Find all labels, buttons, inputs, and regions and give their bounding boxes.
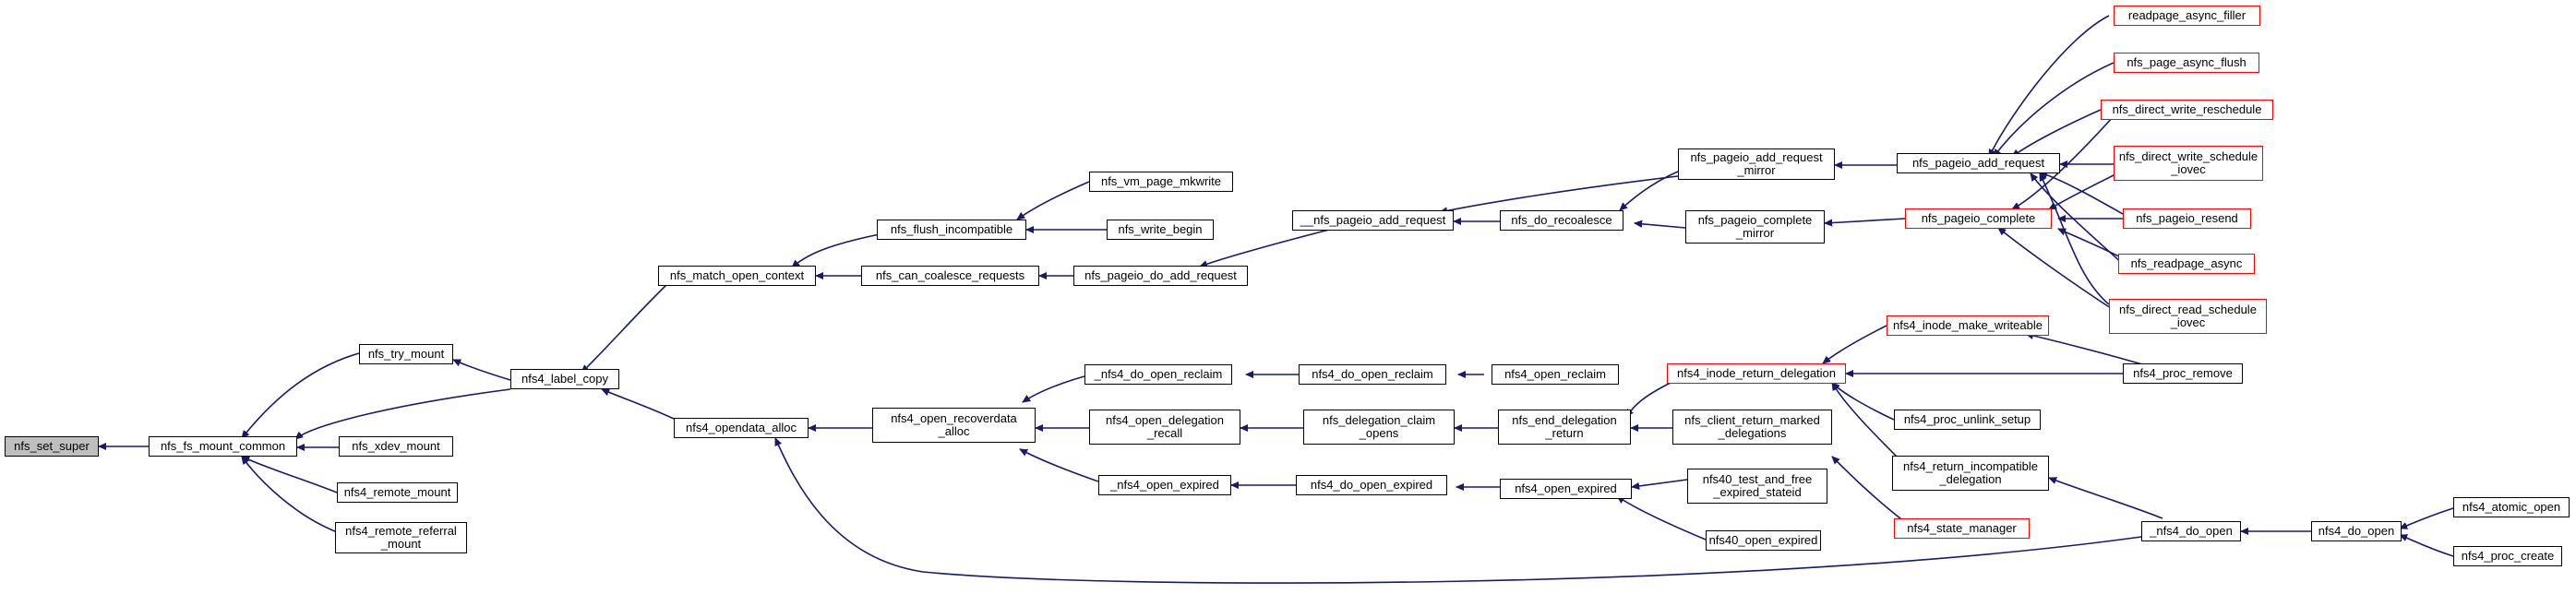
node-nfs_vm_page_mkwrite[interactable]: nfs_vm_page_mkwrite (1089, 172, 1233, 192)
node-nfs_do_recoalesce[interactable]: nfs_do_recoalesce (1500, 210, 1623, 231)
node-nfs4_open_reclaim[interactable]: nfs4_open_reclaim (1492, 364, 1619, 385)
node-_nfs4_do_open_reclaim[interactable]: _nfs4_do_open_reclaim (1084, 364, 1232, 385)
node-nfs4_inode_make_writeable[interactable]: nfs4_inode_make_writeable (1887, 315, 2049, 336)
node-_nfs4_do_open[interactable]: _nfs4_do_open (2141, 521, 2241, 541)
edge-nfs40_open_expired-nfs4_open_expired (1617, 495, 1707, 541)
edge-nfs_pageio_complete-nfs_pageio_complete_mirror (1825, 218, 1906, 223)
edge-nfs4_state_manager-nfs_client_return_marked_delegations (1832, 457, 1906, 523)
node-nfs_readpage_async[interactable]: nfs_readpage_async (2118, 254, 2255, 274)
edge-nfs_try_mount-nfs_fs_mount_common (242, 352, 360, 438)
edge-nfs_page_async_flush-nfs_pageio_add_request (1994, 62, 2115, 157)
node-_nfs4_open_expired[interactable]: _nfs4_open_expired (1098, 475, 1231, 495)
edge-nfs40_test_and_free_expired_stateid-nfs4_open_expired (1632, 479, 1688, 487)
node-nfs40_open_expired[interactable]: nfs40_open_expired (1706, 530, 1821, 551)
edge-nfs4_proc_create-nfs4_do_open (2400, 535, 2454, 557)
node-nfs_set_super: nfs_set_super (5, 436, 99, 457)
node-nfs4_do_open_expired[interactable]: nfs4_do_open_expired (1296, 475, 1447, 495)
edge-nfs_match_open_context-nfs4_label_copy (581, 284, 667, 373)
edge-nfs_flush_incompatible-nfs_match_open_context (792, 233, 881, 267)
node-nfs_pageio_complete_mirror[interactable]: nfs_pageio_complete _mirror (1685, 210, 1825, 244)
node-nfs_write_begin[interactable]: nfs_write_begin (1107, 220, 1214, 240)
node-nfs_pageio_resend[interactable]: nfs_pageio_resend (2123, 208, 2251, 229)
edge-nfs_direct_write_reschedule-nfs_pageio_add_request (2012, 109, 2102, 157)
edge-nfs_direct_read_schedule_iovec-nfs_pageio_add_request (2039, 173, 2110, 305)
edge-__nfs_pageio_add_request-nfs_pageio_do_add_request (1200, 229, 1330, 267)
edge-nfs4_inode_make_writeable-nfs4_inode_return_delegation (1823, 325, 1887, 363)
edge-nfs4_proc_remove-nfs4_inode_make_writeable (2026, 334, 2150, 367)
node-nfs4_return_incompatible_delegation[interactable]: nfs4_return_incompatible _delegation (1892, 456, 2049, 491)
edge-nfs_pageio_complete_mirror-nfs_do_recoalesce (1635, 223, 1686, 229)
node-nfs_delegation_claim_opens[interactable]: nfs_delegation_claim _opens (1303, 410, 1455, 445)
edge-_nfs4_do_open_reclaim-nfs4_open_recoverdata_alloc (1023, 375, 1085, 403)
node-nfs_fs_mount_common[interactable]: nfs_fs_mount_common (149, 436, 297, 457)
node-nfs_direct_read_schedule_iovec[interactable]: nfs_direct_read_schedule _iovec (2109, 299, 2267, 334)
node-nfs_pageio_do_add_request[interactable]: nfs_pageio_do_add_request (1073, 266, 1248, 286)
node-nfs40_test_and_free_expired_stateid[interactable]: nfs40_test_and_free _expired_stateid (1687, 469, 1827, 504)
node-nfs_flush_incompatible[interactable]: nfs_flush_incompatible (877, 220, 1026, 240)
node-nfs_direct_write_reschedule[interactable]: nfs_direct_write_reschedule (2101, 100, 2273, 120)
node-nfs4_remote_mount[interactable]: nfs4_remote_mount (337, 482, 458, 503)
edge-_nfs4_open_expired-nfs4_open_recoverdata_alloc (1020, 448, 1099, 482)
node-nfs_page_async_flush[interactable]: nfs_page_async_flush (2114, 53, 2259, 73)
edge-nfs4_label_copy-nfs_try_mount (453, 359, 511, 381)
edge-nfs4_opendata_alloc-nfs4_label_copy (602, 388, 675, 420)
node-nfs_client_return_marked_delegations[interactable]: nfs_client_return_marked _delegations (1672, 410, 1832, 445)
node-nfs4_do_open[interactable]: nfs4_do_open (2311, 521, 2402, 541)
node-nfs4_inode_return_delegation[interactable]: nfs4_inode_return_delegation (1667, 363, 1846, 384)
edge-nfs_pageio_resend-nfs_pageio_add_request (2040, 172, 2124, 215)
node-nfs4_open_delegation_recall[interactable]: nfs4_open_delegation _recall (1089, 410, 1240, 445)
node-__nfs_pageio_add_request[interactable]: __nfs_pageio_add_request (1292, 210, 1454, 231)
call-edges (99, 15, 2454, 584)
edge-nfs4_remote_mount-nfs_fs_mount_common (242, 456, 338, 493)
edge-nfs_direct_write_schedule_iovec-nfs_pageio_complete (2049, 174, 2115, 210)
edge-nfs_vm_page_mkwrite-nfs_flush_incompatible (1017, 181, 1090, 220)
edge-readpage_async_filler-nfs_pageio_add_request (1988, 15, 2110, 157)
node-readpage_async_filler[interactable]: readpage_async_filler (2114, 6, 2260, 26)
node-nfs4_proc_create[interactable]: nfs4_proc_create (2453, 546, 2562, 566)
node-nfs_pageio_add_request[interactable]: nfs_pageio_add_request (1897, 153, 2060, 173)
edge-nfs4_label_copy-nfs_fs_mount_common (295, 388, 511, 439)
node-nfs4_remote_referral_mount[interactable]: nfs4_remote_referral _mount (335, 522, 467, 553)
node-nfs4_state_manager[interactable]: nfs4_state_manager (1894, 518, 2030, 539)
node-nfs4_label_copy[interactable]: nfs4_label_copy (510, 369, 619, 389)
node-nfs4_opendata_alloc[interactable]: nfs4_opendata_alloc (674, 418, 809, 438)
node-nfs4_open_expired[interactable]: nfs4_open_expired (1500, 479, 1632, 499)
node-nfs_pageio_add_request_mirror[interactable]: nfs_pageio_add_request _mirror (1678, 148, 1835, 180)
edge-nfs4_atomic_open-nfs4_do_open (2400, 507, 2454, 529)
node-nfs4_atomic_open[interactable]: nfs4_atomic_open (2453, 497, 2570, 517)
edge-nfs4_remote_referral_mount-nfs_fs_mount_common (241, 457, 341, 534)
edge-nfs4_return_incompatible_delegation-nfs4_inode_return_delegation (1831, 383, 1902, 462)
edge-_nfs4_do_open-nfs4_opendata_alloc (774, 438, 2142, 584)
node-nfs4_do_open_reclaim[interactable]: nfs4_do_open_reclaim (1299, 364, 1446, 385)
node-nfs_pageio_complete[interactable]: nfs_pageio_complete (1905, 208, 2052, 229)
edge-nfs_pageio_add_request_mirror-__nfs_pageio_add_request (1440, 175, 1679, 212)
edge-nfs4_inode_return_delegation-nfs_end_delegation_return (1625, 382, 1671, 417)
node-nfs_can_coalesce_requests[interactable]: nfs_can_coalesce_requests (861, 266, 1039, 286)
edge-nfs_pageio_add_request_mirror-nfs_do_recoalesce (1620, 171, 1679, 210)
node-nfs4_proc_remove[interactable]: nfs4_proc_remove (2123, 363, 2243, 384)
node-nfs4_proc_unlink_setup[interactable]: nfs4_proc_unlink_setup (1894, 410, 2041, 430)
node-nfs_direct_write_schedule_iovec[interactable]: nfs_direct_write_schedule _iovec (2114, 146, 2263, 181)
node-nfs4_open_recoverdata_alloc[interactable]: nfs4_open_recoverdata _alloc (872, 408, 1036, 443)
edge-_nfs4_do_open-nfs4_return_incompatible_delegation (2049, 478, 2163, 519)
node-nfs_xdev_mount[interactable]: nfs_xdev_mount (339, 436, 453, 457)
node-nfs_match_open_context[interactable]: nfs_match_open_context (658, 266, 816, 286)
edge-nfs_readpage_async-nfs_pageio_complete (2058, 228, 2124, 259)
node-nfs_try_mount[interactable]: nfs_try_mount (359, 344, 453, 364)
edge-nfs4_proc_unlink_setup-nfs4_inode_return_delegation (1832, 383, 1895, 421)
edge-nfs_direct_read_schedule_iovec-nfs_pageio_complete (1998, 228, 2115, 311)
node-nfs_end_delegation_return[interactable]: nfs_end_delegation _return (1498, 410, 1631, 445)
